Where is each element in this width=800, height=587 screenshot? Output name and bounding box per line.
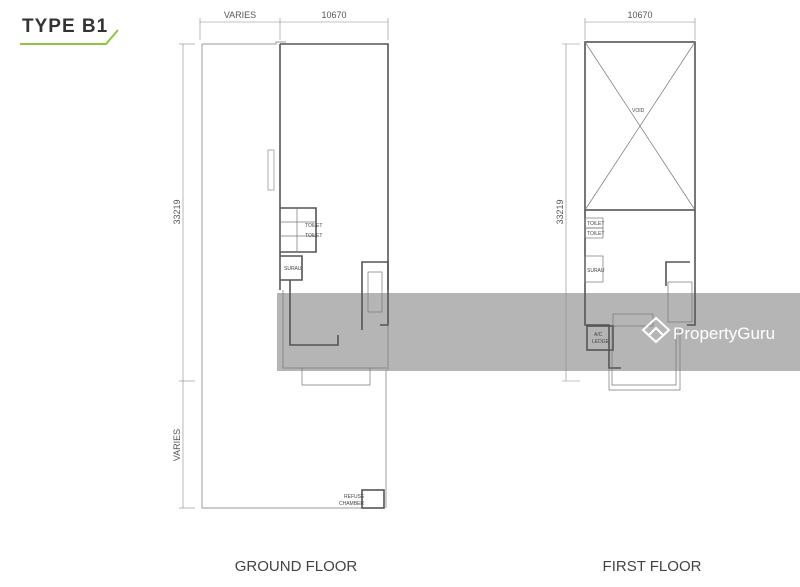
ground-floor-plan: VARIES 10670 33219 VARIES TOILET TOILET …	[172, 10, 389, 575]
propertyguru-logo-icon	[641, 316, 671, 344]
ground-room-toilet-2: TOILET	[305, 233, 322, 239]
first-floor-plan: 10670 33219 VOID TOILET TOILET SURAU A/C…	[555, 10, 702, 575]
first-floor-label: FIRST FLOOR	[603, 558, 702, 575]
first-room-ac: A/C	[594, 332, 603, 338]
first-room-toilet-2: TOILET	[587, 231, 604, 237]
watermark-band	[277, 293, 800, 371]
ground-floor-label: GROUND FLOOR	[235, 558, 358, 575]
ground-dim-left-upper: 33219	[172, 199, 182, 224]
first-dim-top: 10670	[627, 10, 652, 20]
ground-dim-left-lower: VARIES	[172, 429, 182, 461]
ground-dim-top-right: 10670	[321, 10, 346, 20]
first-room-toilet-1: TOILET	[587, 221, 604, 227]
plan-type-title: TYPE B1	[22, 16, 108, 37]
title-accent-line	[20, 29, 119, 45]
ground-room-toilet-1: TOILET	[305, 223, 322, 229]
watermark-text: PropertyGuru	[673, 324, 775, 343]
first-dim-left: 33219	[555, 199, 565, 224]
first-room-surau: SURAU	[587, 268, 605, 274]
first-room-void: VOID	[632, 108, 645, 114]
ground-room-surau: SURAU	[284, 266, 302, 272]
ground-room-chamber: CHAMBER	[339, 501, 364, 507]
ground-dim-top-left: VARIES	[224, 10, 256, 20]
first-room-ledge: LEDGE	[592, 339, 610, 345]
ground-room-refuse: REFUSE	[344, 494, 365, 500]
